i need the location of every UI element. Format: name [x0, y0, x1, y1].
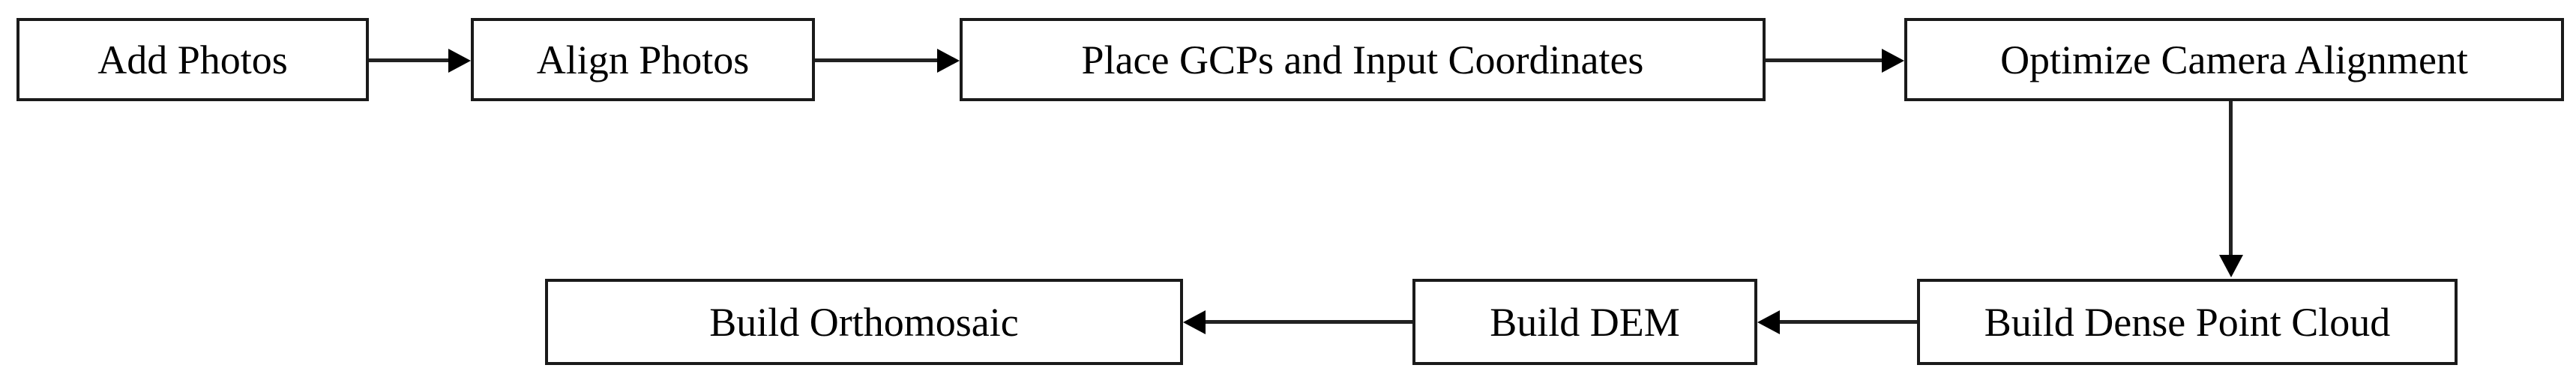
arrowhead-right-icon: [1882, 49, 1904, 73]
node-place-gcps[interactable]: Place GCPs and Input Coordinates: [960, 18, 1766, 101]
edge-line: [1766, 58, 1885, 62]
node-label: Place GCPs and Input Coordinates: [1081, 37, 1644, 82]
arrowhead-down-icon: [2219, 255, 2243, 277]
node-optimize-camera-alignment[interactable]: Optimize Camera Alignment: [1904, 18, 2564, 101]
edge-optimize-cameras-to-build-dense-cloud: [2219, 101, 2243, 279]
edge-build-dense-cloud-to-build-dem: [1757, 310, 1917, 334]
arrowhead-right-icon: [448, 49, 471, 73]
edge-build-dem-to-build-orthomosaic: [1183, 310, 1412, 334]
node-build-orthomosaic[interactable]: Build Orthomosaic: [545, 279, 1183, 365]
node-label: Build DEM: [1490, 299, 1680, 345]
node-label: Add Photos: [97, 37, 288, 82]
node-label: Build Dense Point Cloud: [1984, 299, 2391, 345]
edge-line: [1777, 320, 1917, 324]
edge-line: [1203, 320, 1412, 324]
edge-line: [815, 58, 940, 62]
node-label: Align Photos: [536, 37, 750, 82]
arrowhead-right-icon: [937, 49, 960, 73]
arrowhead-left-icon: [1757, 310, 1780, 334]
node-add-photos[interactable]: Add Photos: [16, 18, 369, 101]
edge-align-photos-to-place-gcps: [815, 49, 960, 73]
node-label: Build Orthomosaic: [709, 299, 1019, 345]
node-build-dem[interactable]: Build DEM: [1412, 279, 1757, 365]
node-build-dense-point-cloud[interactable]: Build Dense Point Cloud: [1917, 279, 2458, 365]
edge-place-gcps-to-optimize-cameras: [1766, 49, 1904, 73]
node-align-photos[interactable]: Align Photos: [471, 18, 815, 101]
edge-line: [2229, 101, 2233, 258]
node-label: Optimize Camera Alignment: [2000, 37, 2468, 82]
edge-line: [369, 58, 451, 62]
arrowhead-left-icon: [1183, 310, 1206, 334]
edge-add-photos-to-align-photos: [369, 49, 471, 73]
